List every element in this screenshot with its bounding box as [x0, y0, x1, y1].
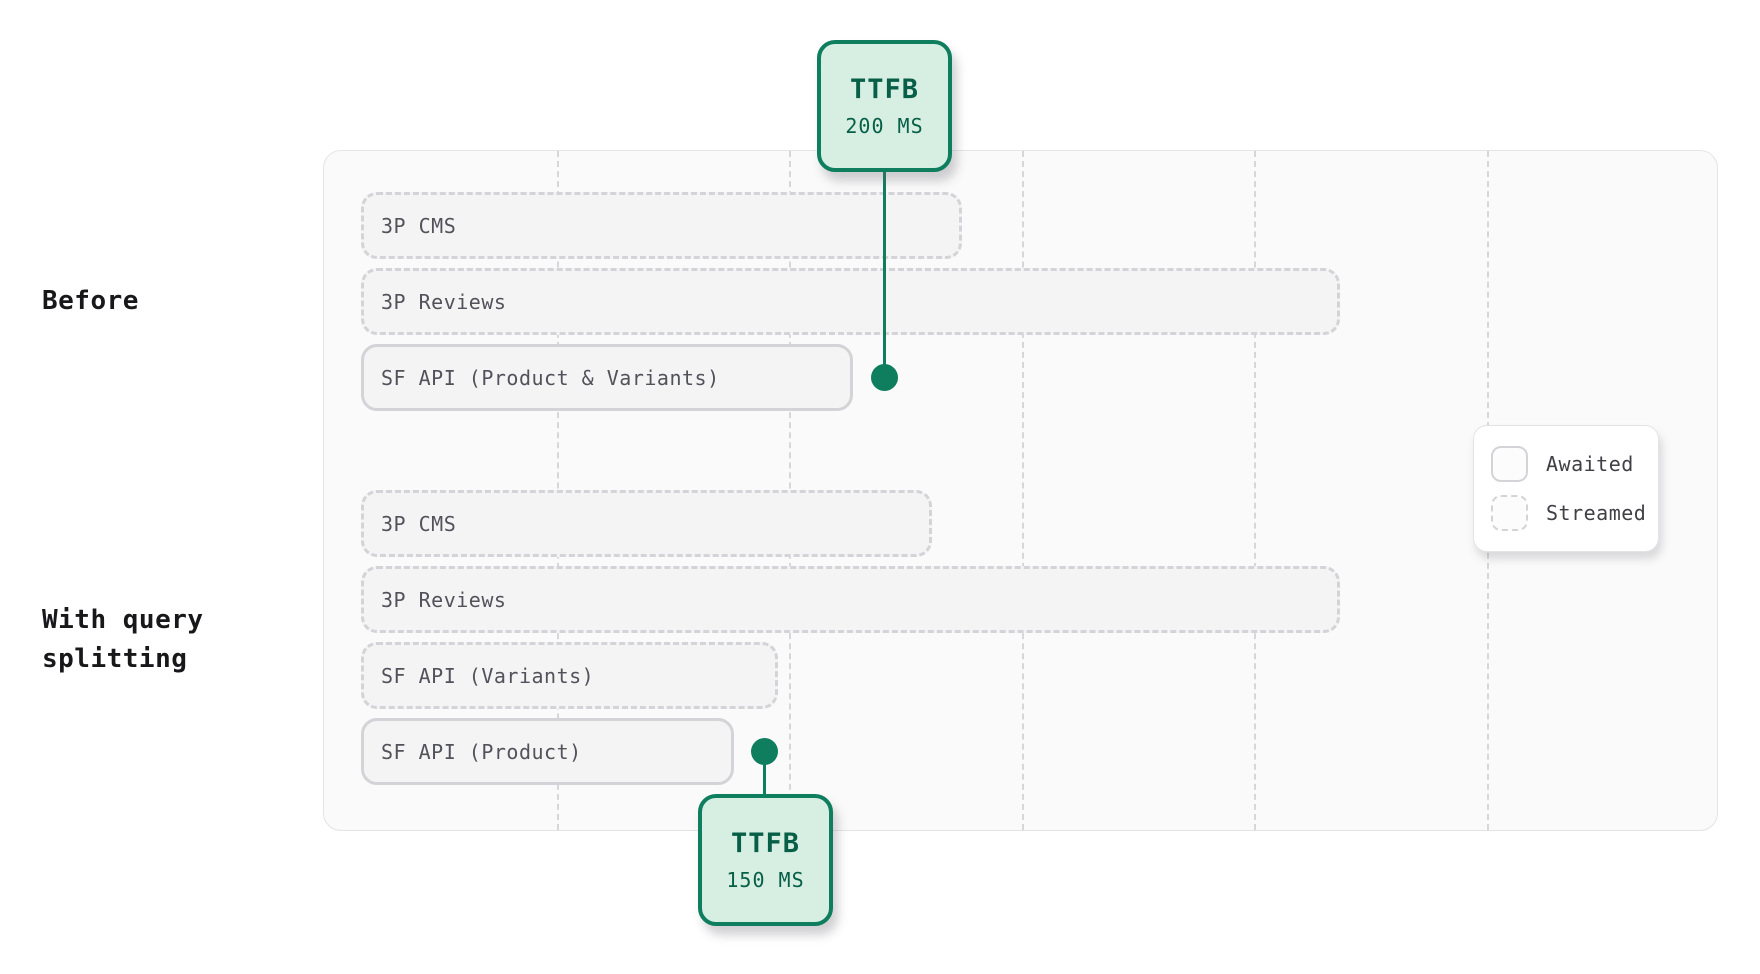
bar-3p-reviews-split: 3P Reviews: [361, 566, 1340, 633]
bar-label: 3P Reviews: [381, 587, 507, 612]
section-label-with-query-splitting: With query splitting: [42, 605, 204, 674]
legend-item-awaited: Awaited: [1491, 446, 1658, 482]
bar-3p-reviews-before: 3P Reviews: [361, 268, 1340, 335]
bar-label: SF API (Product): [381, 739, 582, 764]
legend-item-streamed: Streamed: [1491, 495, 1658, 531]
legend: Awaited Streamed: [1473, 425, 1659, 552]
section-label-before: Before: [42, 286, 139, 316]
timeline-gridline: [1022, 151, 1024, 830]
bar-label: SF API (Variants): [381, 663, 595, 688]
ttfb-value: 200 MS: [845, 114, 924, 138]
legend-label: Streamed: [1546, 501, 1647, 525]
ttfb-connector-line-split: [763, 751, 766, 798]
bar-label: 3P Reviews: [381, 289, 507, 314]
bar-3p-cms-split: 3P CMS: [361, 490, 932, 557]
ttfb-marker-dot-before: [871, 364, 898, 391]
ttfb-badge-split: TTFB 150 MS: [698, 794, 833, 926]
legend-label: Awaited: [1546, 452, 1634, 476]
bar-sf-api-variants-split: SF API (Variants): [361, 642, 778, 709]
ttfb-marker-dot-split: [751, 738, 778, 765]
ttfb-title: TTFB: [730, 828, 801, 859]
awaited-swatch-icon: [1491, 446, 1528, 482]
bar-label: SF API (Product & Variants): [381, 365, 720, 390]
ttfb-title: TTFB: [849, 74, 920, 105]
bar-sf-api-product-split: SF API (Product): [361, 718, 734, 785]
ttfb-badge-before: TTFB 200 MS: [817, 40, 952, 172]
timeline-gridline: [1254, 151, 1256, 830]
bar-label: 3P CMS: [381, 213, 457, 238]
bar-3p-cms-before: 3P CMS: [361, 192, 962, 259]
ttfb-connector-line-before: [883, 170, 886, 378]
bar-sf-api-product-variants-before: SF API (Product & Variants): [361, 344, 853, 411]
streamed-swatch-icon: [1491, 495, 1528, 531]
bar-label: 3P CMS: [381, 511, 457, 536]
ttfb-value: 150 MS: [726, 868, 805, 892]
